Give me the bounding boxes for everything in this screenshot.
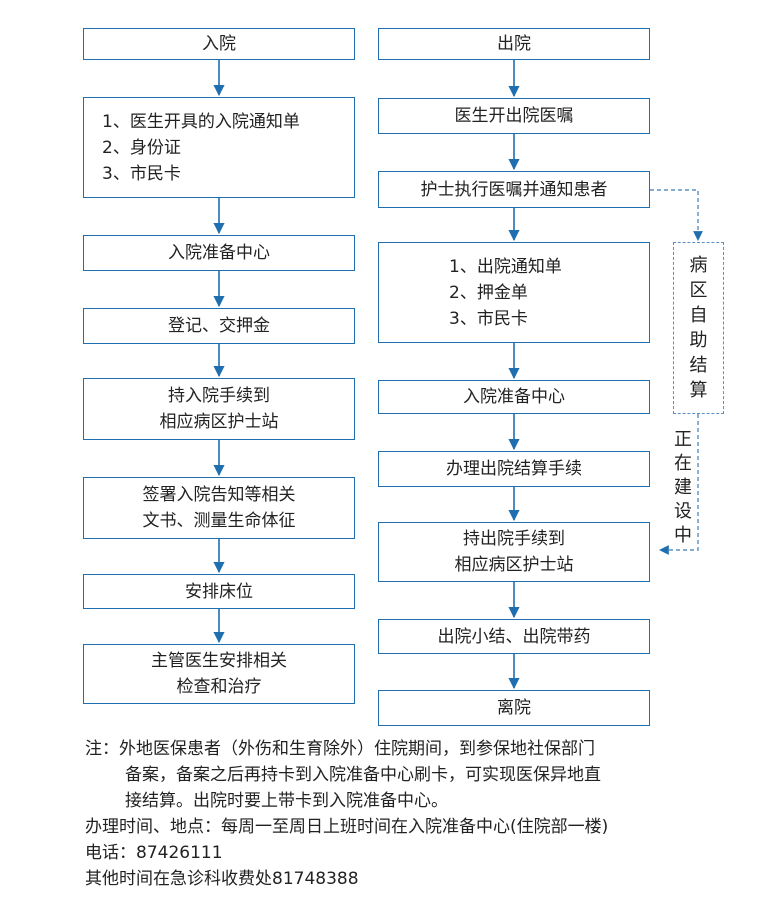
- discharge-order-box: 医生开出院医嘱: [378, 98, 650, 134]
- admission-to-ward-box: 持入院手续到 相应病区护士站: [83, 378, 355, 440]
- construction-char-3: 建: [674, 477, 692, 498]
- self-service-char-1: 病: [689, 255, 708, 276]
- self-service-char-3: 自: [689, 305, 708, 326]
- after-hours-info: 其他时间在急诊科收费处81748388: [85, 869, 359, 889]
- discharge-to-ward-line2: 相应病区护士站: [454, 555, 574, 575]
- flowchart-connectors: [213, 60, 703, 690]
- admission-prep-center-label: 入院准备中心: [168, 243, 270, 263]
- sign-documents-box: 签署入院告知等相关 文书、测量生命体征: [83, 477, 355, 539]
- note-line-3: 接结算。出院时要上带卡到入院准备中心。: [125, 791, 448, 811]
- dashed-branch-bottom: [659, 414, 699, 555]
- settlement-box: 办理出院结算手续: [378, 451, 650, 487]
- phone-number: 电话：87426111: [85, 843, 223, 863]
- exam-treatment-line1: 主管医生安排相关: [151, 651, 287, 671]
- construction-char-5: 中: [674, 525, 692, 546]
- construction-char-1: 正: [674, 429, 692, 450]
- construction-char-2: 在: [674, 453, 692, 474]
- arrange-bed-label: 安排床位: [185, 581, 253, 602]
- discharge-to-ward-line1: 持出院手续到: [463, 529, 565, 549]
- discharge-prep-center-label: 入院准备中心: [463, 387, 565, 407]
- exam-treatment-line2: 检查和治疗: [176, 677, 262, 697]
- summary-medicine-label: 出院小结、出院带药: [437, 626, 591, 647]
- admission-to-ward-line2: 相应病区护士站: [159, 412, 279, 432]
- notes-section: 注：外地医保患者（外伤和生育除外）住院期间，到参保地社保部门 备案，备案之后再持…: [85, 736, 765, 892]
- self-service-char-2: 区: [689, 280, 708, 301]
- office-hours: 办理时间、地点：每周一至周日上班时间在入院准备中心(住院部一楼): [85, 817, 609, 837]
- summary-medicine-box: 出院小结、出院带药: [378, 619, 650, 654]
- admission-doc-2: 2、身份证: [102, 137, 181, 158]
- self-service-settlement-box: 病 区 自 助 结 算: [673, 242, 724, 414]
- admission-label: 入院: [202, 34, 236, 54]
- note-line-2: 备案，备案之后再持卡到入院准备中心刷卡，可实现医保异地直: [125, 765, 601, 785]
- dashed-branch-top: [650, 189, 703, 241]
- admission-docs-box: 1、医生开具的入院通知单 2、身份证 3、市民卡: [83, 97, 355, 198]
- nurse-notify-box: 护士执行医嘱并通知患者: [378, 171, 650, 208]
- sign-documents-line1: 签署入院告知等相关: [142, 485, 296, 505]
- under-construction-label: 正 在 建 设 中: [672, 428, 694, 548]
- discharge-prep-center-box: 入院准备中心: [378, 380, 650, 414]
- register-deposit-label: 登记、交押金: [168, 316, 270, 336]
- discharge-label: 出院: [497, 34, 531, 54]
- discharge-doc-2: 2、押金单: [449, 282, 528, 303]
- settlement-label: 办理出院结算手续: [446, 459, 582, 479]
- self-service-char-6: 算: [689, 380, 708, 401]
- leave-hospital-box: 离院: [378, 690, 650, 726]
- self-service-char-5: 结: [689, 355, 708, 376]
- register-deposit-box: 登记、交押金: [83, 308, 355, 344]
- construction-char-4: 设: [674, 501, 692, 522]
- note-line-1: 注：外地医保患者（外伤和生育除外）住院期间，到参保地社保部门: [85, 739, 595, 759]
- self-service-char-4: 助: [689, 330, 708, 351]
- discharge-box: 出院: [378, 28, 650, 60]
- discharge-order-label: 医生开出院医嘱: [454, 106, 574, 126]
- admission-prep-center-box: 入院准备中心: [83, 235, 355, 271]
- admission-to-ward-line1: 持入院手续到: [168, 386, 270, 406]
- admission-doc-3: 3、市民卡: [102, 163, 181, 184]
- leave-hospital-label: 离院: [497, 698, 531, 718]
- exam-treatment-box: 主管医生安排相关 检查和治疗: [83, 644, 355, 704]
- arrange-bed-box: 安排床位: [83, 574, 355, 609]
- admission-doc-1: 1、医生开具的入院通知单: [102, 111, 300, 132]
- admission-box: 入院: [83, 28, 355, 60]
- discharge-to-ward-box: 持出院手续到 相应病区护士站: [378, 522, 650, 582]
- nurse-notify-label: 护士执行医嘱并通知患者: [420, 179, 608, 200]
- discharge-doc-3: 3、市民卡: [449, 308, 528, 329]
- sign-documents-line2: 文书、测量生命体征: [142, 511, 296, 531]
- discharge-docs-box: 1、出院通知单 2、押金单 3、市民卡: [378, 242, 650, 343]
- discharge-doc-1: 1、出院通知单: [449, 256, 562, 277]
